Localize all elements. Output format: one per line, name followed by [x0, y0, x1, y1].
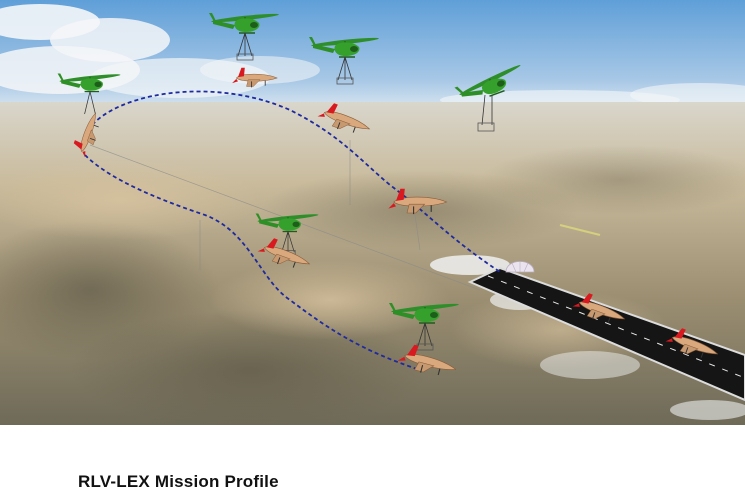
sling-cable — [481, 94, 493, 126]
clouds — [0, 4, 745, 110]
runway-strip — [467, 266, 745, 402]
terrain-texture — [0, 145, 745, 425]
drogue-parachute-icon — [505, 261, 535, 273]
mission-profile-illustration — [0, 0, 745, 425]
helicopter-icon — [56, 71, 122, 115]
figure-caption: RLV-LEX Mission Profile — [78, 472, 279, 491]
flight-path-line — [81, 90, 501, 371]
sling-cradle — [477, 122, 495, 132]
